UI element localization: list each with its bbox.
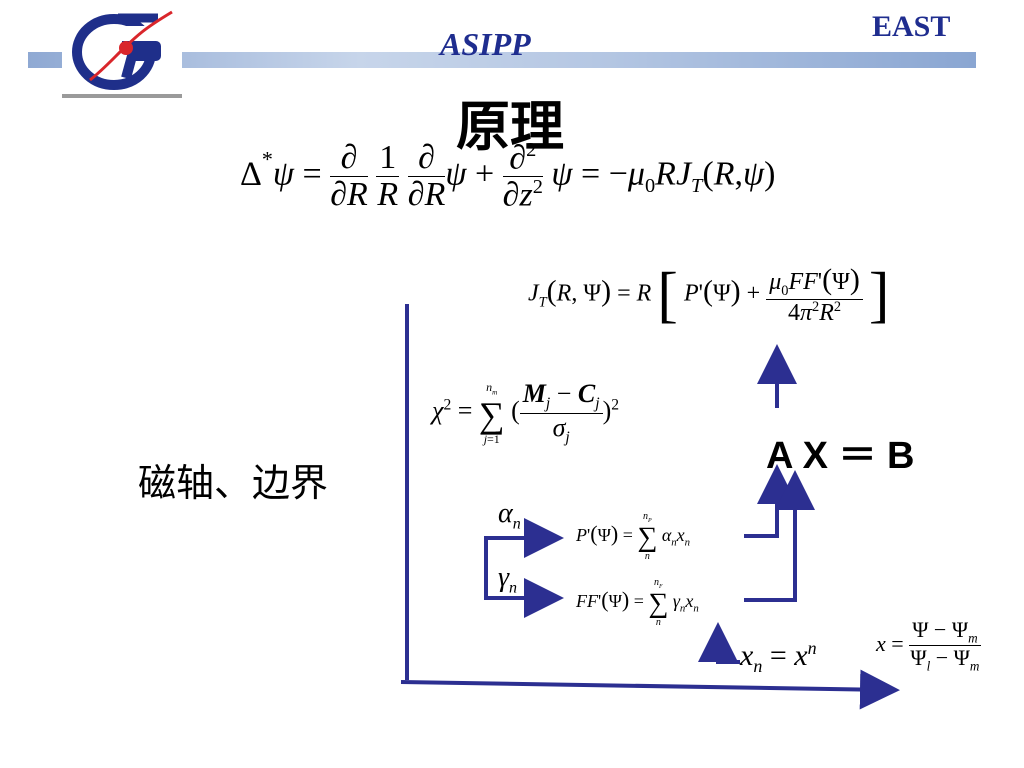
asipp-logo-icon — [72, 10, 173, 90]
logo-box — [62, 4, 182, 90]
logo-underline — [62, 94, 182, 98]
p-prime-expansion: P'(Ψ) = nP ∑ n αnxn — [576, 511, 691, 562]
org-title: ASIPP — [440, 26, 531, 62]
ff-prime-expansion: FF'(Ψ) = nF ∑ n γnxn — [576, 577, 699, 628]
side-label: 磁轴、边界 — [138, 461, 329, 505]
header-decor-bar — [28, 52, 976, 68]
alpha-label: αn — [498, 498, 521, 533]
horizontal-axis-arrow — [400, 669, 900, 710]
project-title: EAST — [872, 10, 951, 43]
jt-equation: JT(R, Ψ) = R [ P'(Ψ) + μ0FF'(Ψ)4π2R2 ] — [528, 261, 890, 330]
gamma-arrow — [484, 568, 564, 618]
page-title: 原理 — [456, 95, 564, 158]
alpha-arrow — [484, 518, 564, 568]
p-to-ax-arrow — [744, 464, 797, 538]
xn-arrow — [698, 622, 740, 664]
gamma-label: γn — [498, 562, 518, 597]
basis-function: xn = xn — [740, 638, 817, 676]
ff-to-ax-arrow — [744, 470, 815, 602]
